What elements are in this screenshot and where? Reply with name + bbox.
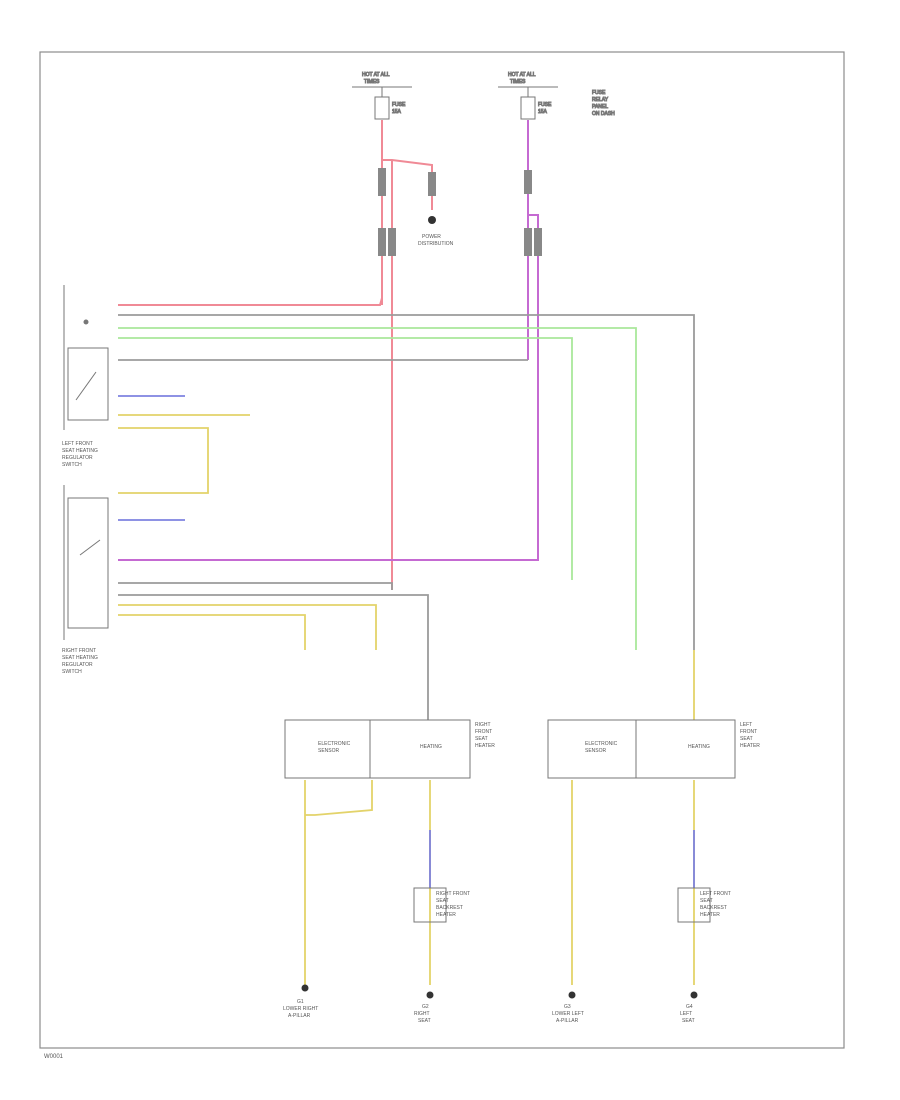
left-seat-heat-switch: LEFT FRONT SEAT HEATING REGULATOR SWITCH	[62, 285, 109, 468]
ground-g1	[301, 984, 309, 992]
right-module-box-2: SENSOR	[318, 748, 340, 754]
wire-yellow	[118, 414, 695, 985]
ground-g2-label: G2	[422, 1004, 429, 1010]
fuse-1-hot-label: HOT AT ALL	[362, 72, 390, 78]
right-heater-label-4: HEATER	[436, 912, 456, 918]
right-module-label-4: HEATER	[475, 743, 495, 749]
wire-violet	[118, 120, 539, 561]
right-switch-label-3: REGULATOR	[62, 662, 93, 668]
power-distribution-point	[428, 216, 436, 224]
right-seat-heater: RIGHT FRONT SEAT BACKREST HEATER	[413, 887, 470, 923]
ground-g1-label: G1	[297, 999, 304, 1005]
right-switch-label-4: SWITCH	[62, 669, 82, 675]
left-module-label-3: SEAT	[740, 736, 753, 742]
left-heater-label-4: HEATER	[700, 912, 720, 918]
ground-g1-label-2: LOWER RIGHT	[283, 1006, 318, 1012]
right-module-box-3: HEATING	[420, 744, 442, 750]
connectors	[378, 168, 542, 256]
grounds: G1 LOWER RIGHT A-PILLAR G2 RIGHT SEAT G3…	[283, 984, 698, 1024]
ground-g4-label-3: SEAT	[682, 1018, 695, 1024]
footer-code: W0001	[44, 1054, 64, 1060]
wires	[118, 120, 695, 985]
left-switch-label-3: REGULATOR	[62, 455, 93, 461]
wire-gray	[118, 314, 695, 720]
ground-g4	[690, 991, 698, 999]
ground-g3	[568, 991, 576, 999]
ground-g2	[426, 991, 434, 999]
fuse-panel-note-4: ON DASH	[592, 111, 615, 117]
right-switch-label-1: RIGHT FRONT	[62, 648, 96, 654]
fuse-1-label: FUSE	[392, 102, 406, 108]
wire-blue	[118, 395, 695, 888]
ground-g3-label-2: LOWER LEFT	[552, 1011, 584, 1017]
left-seat-module: ELECTRONIC SENSOR HEATING LEFT FRONT SEA…	[547, 719, 760, 779]
left-module-label-4: HEATER	[740, 743, 760, 749]
right-module-label-1: RIGHT	[475, 722, 491, 728]
power-distribution-label-2: DISTRIBUTION	[418, 241, 454, 247]
left-seat-heater: LEFT FRONT SEAT BACKREST HEATER	[677, 887, 731, 923]
left-module-label-1: LEFT	[740, 722, 752, 728]
fuse-1: HOT AT ALL TIMES FUSE 15A	[352, 72, 412, 120]
fuse-1-rating: 15A	[392, 109, 402, 115]
right-heater-label-2: SEAT	[436, 898, 449, 904]
ground-g4-label-2: LEFT	[680, 1011, 692, 1017]
fuse-2-hot-label: HOT AT ALL	[508, 72, 536, 78]
fuse-panel-note-1: FUSE	[592, 90, 606, 96]
left-module-box-3: HEATING	[688, 744, 710, 750]
wire-green	[118, 327, 637, 650]
left-heater-label-3: BACKREST	[700, 905, 727, 911]
fuse-2: HOT AT ALL TIMES FUSE 15A FUSE RELAY PAN…	[498, 72, 616, 120]
right-switch-label-2: SEAT HEATING	[62, 655, 98, 661]
right-seat-heat-switch: RIGHT FRONT SEAT HEATING REGULATOR SWITC…	[62, 485, 109, 675]
diagram-frame	[39, 51, 845, 1049]
right-heater-label-3: BACKREST	[436, 905, 463, 911]
fuse-2-hot-label-2: TIMES	[510, 79, 526, 85]
right-seat-module: ELECTRONIC SENSOR HEATING RIGHT FRONT SE…	[284, 719, 495, 779]
fuse-panel-note-3: PANEL	[592, 104, 608, 110]
power-distribution-label: POWER	[422, 234, 441, 240]
fuse-panel-note-2: RELAY	[592, 97, 609, 103]
right-module-box-1: ELECTRONIC	[318, 741, 351, 747]
fuse-1-hot-label-2: TIMES	[364, 79, 380, 85]
ground-g3-label-3: A-PILLAR	[556, 1018, 579, 1024]
right-module-label-2: FRONT	[475, 729, 492, 735]
fuse-2-label: FUSE	[538, 102, 552, 108]
left-switch-label-2: SEAT HEATING	[62, 448, 98, 454]
left-switch-label-1: LEFT FRONT	[62, 441, 93, 447]
ground-g2-label-3: SEAT	[418, 1018, 431, 1024]
ground-g3-label: G3	[564, 1004, 571, 1010]
ground-g1-label-3: A-PILLAR	[288, 1013, 311, 1019]
left-module-box-1: ELECTRONIC	[585, 741, 618, 747]
left-switch-label-4: SWITCH	[62, 462, 82, 468]
ground-g4-label: G4	[686, 1004, 693, 1010]
fuse-2-rating: 15A	[538, 109, 548, 115]
left-module-label-2: FRONT	[740, 729, 757, 735]
ground-g2-label-2: RIGHT	[414, 1011, 430, 1017]
left-heater-label-1: LEFT FRONT	[700, 891, 731, 897]
right-heater-label-1: RIGHT FRONT	[436, 891, 470, 897]
left-heater-label-2: SEAT	[700, 898, 713, 904]
left-module-box-2: SENSOR	[585, 748, 607, 754]
right-module-label-3: SEAT	[475, 736, 488, 742]
